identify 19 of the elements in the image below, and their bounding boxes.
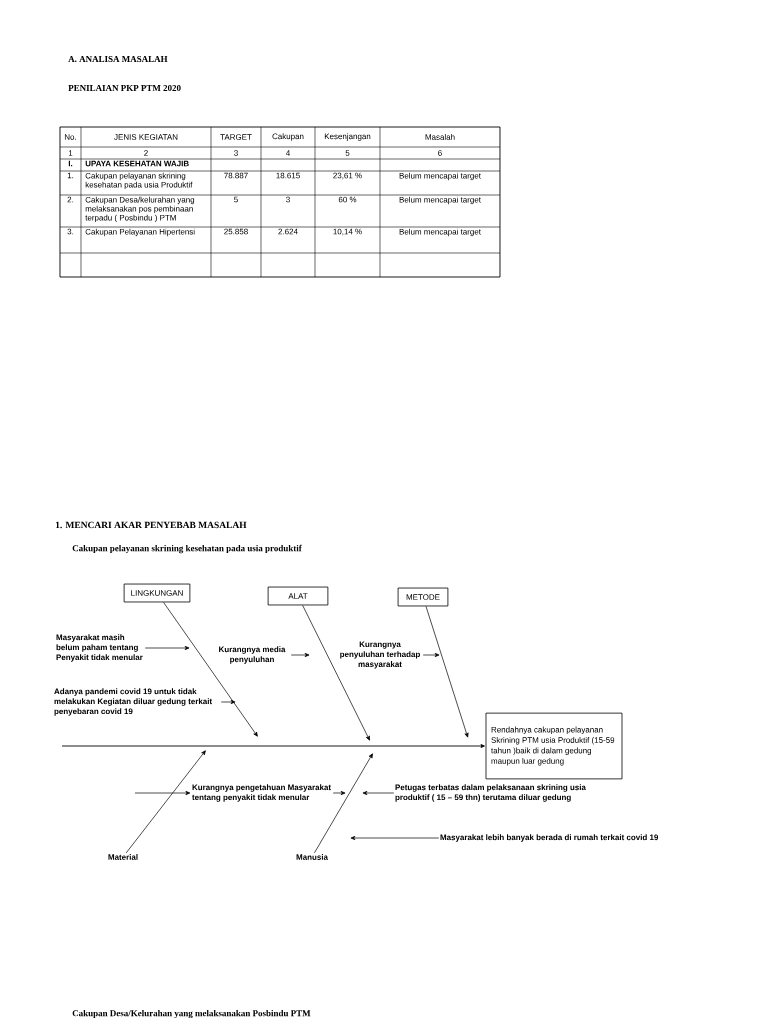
arrow (362, 790, 395, 796)
subheading: Cakupan pelayanan skrining kesehatan pada usia produktif (72, 544, 302, 554)
arrow (302, 605, 370, 741)
section-heading: 1. MENCARI AKAR PENYEBAB MASALAH (55, 521, 247, 529)
arrow (220, 699, 236, 705)
arrow (314, 753, 373, 854)
arrow (290, 652, 310, 658)
arrow (144, 645, 190, 651)
arrow (425, 606, 469, 738)
spine-arrow (61, 744, 485, 748)
arrow (350, 835, 440, 841)
arrow (163, 602, 258, 737)
arrow (125, 750, 206, 854)
arrow (134, 790, 191, 796)
arrow (332, 790, 346, 796)
arrow (422, 652, 440, 658)
section-heading: A. ANALISA MASALAH (68, 56, 168, 63)
table-title: PENILAIAN PKP PTM 2020 (68, 85, 181, 92)
subheading: Cakupan Desa/Kelurahan yang melaksanakan Posbindu PTM (72, 1009, 311, 1019)
